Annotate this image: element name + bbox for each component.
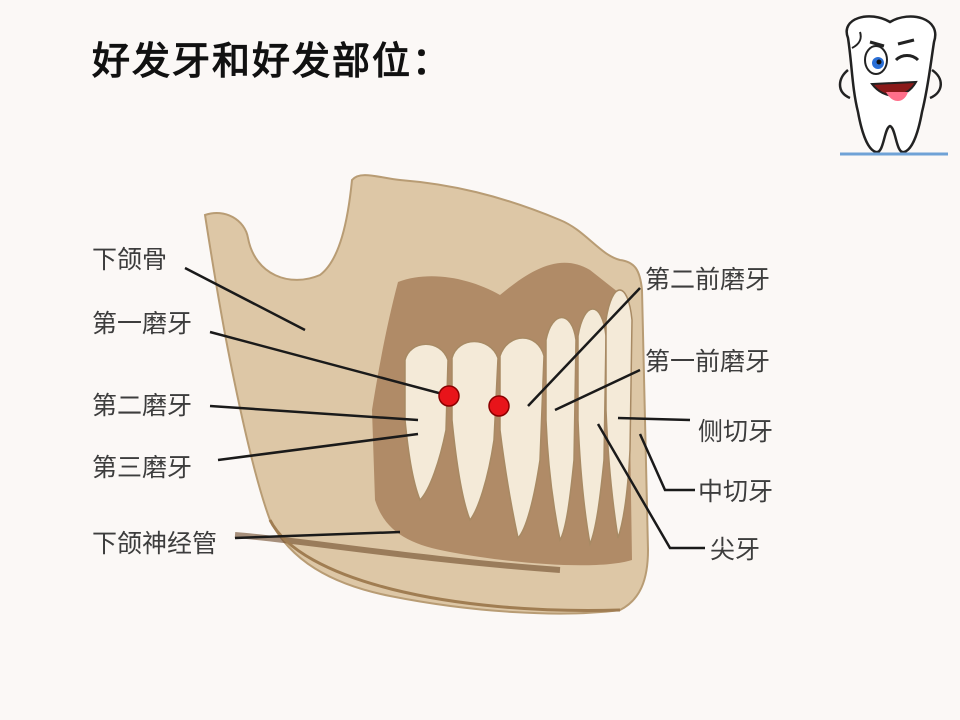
label-lateral-incisor: 侧切牙 bbox=[698, 417, 773, 446]
caries-marker-2 bbox=[488, 395, 510, 417]
label-mandibular-canal: 下颌神经管 bbox=[92, 529, 217, 558]
label-first-premolar: 第一前磨牙 bbox=[645, 347, 770, 376]
caries-marker-1 bbox=[438, 385, 460, 407]
label-central-incisor: 中切牙 bbox=[698, 477, 773, 506]
label-second-premolar: 第二前磨牙 bbox=[645, 265, 770, 294]
label-first-molar: 第一磨牙 bbox=[92, 309, 192, 338]
label-second-molar: 第二磨牙 bbox=[92, 391, 192, 420]
slide-title: 好发牙和好发部位： bbox=[92, 38, 453, 83]
tooth-mascot-icon bbox=[838, 15, 948, 156]
label-mandible: 下颌骨 bbox=[92, 245, 167, 274]
mandible-diagram: 下颌骨 第一磨牙 第二磨牙 第三磨牙 下颌神经管 第二前磨牙 第一前磨牙 侧切牙… bbox=[92, 174, 773, 615]
label-third-molar: 第三磨牙 bbox=[92, 453, 192, 482]
label-canine: 尖牙 bbox=[710, 535, 760, 564]
